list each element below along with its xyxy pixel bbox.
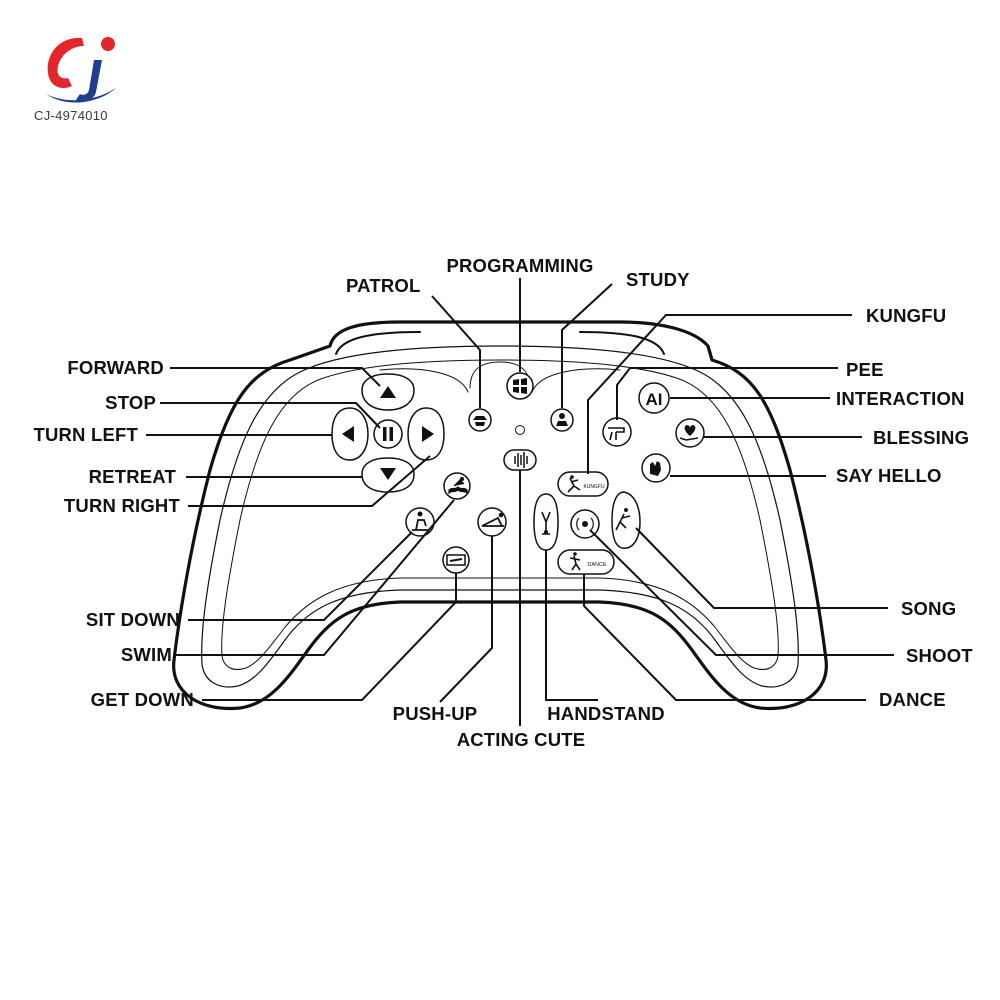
shoulder-bumper-right [579, 331, 665, 355]
patrol-icon [473, 416, 487, 426]
dancer-icon [569, 555, 581, 571]
get-down-icon [446, 554, 466, 566]
leader-patrol [431, 295, 481, 408]
label-shoot: SHOOT [906, 645, 973, 666]
programming-icon [513, 378, 527, 394]
label-dance: DANCE [879, 689, 946, 710]
study-button[interactable] [550, 408, 574, 432]
leader-handstand [545, 550, 598, 701]
label-blessing: BLESSING [873, 427, 970, 448]
leader-kungfu [587, 314, 852, 474]
label-programming: PROGRAMMING [446, 255, 594, 276]
leader-push-up [439, 536, 493, 703]
turn-left-button[interactable] [331, 407, 369, 461]
push-up-icon [481, 516, 504, 527]
leader-turn-right [188, 455, 431, 507]
blessing-button[interactable] [675, 418, 705, 448]
label-study: STUDY [626, 269, 690, 290]
leader-study [561, 283, 613, 408]
down-arrow-icon [380, 468, 396, 480]
push-up-button[interactable] [477, 507, 507, 537]
label-stop: STOP [105, 392, 156, 413]
controller-inner-rim [201, 345, 799, 688]
leader-stop [160, 402, 381, 429]
label-sit-down: SIT DOWN [85, 609, 180, 630]
label-kungfu: KUNGFU [866, 305, 947, 326]
trigger-right [531, 368, 621, 393]
brand-code: CJ-4974010 [34, 108, 108, 123]
swim-button[interactable] [443, 472, 471, 500]
sit-down-button[interactable] [405, 507, 435, 537]
song-button[interactable] [611, 491, 641, 549]
acting-cute-button[interactable] [503, 449, 537, 471]
kungfu-button[interactable]: KUNGFU [557, 471, 609, 497]
controller-outline [172, 320, 828, 711]
patrol-button[interactable] [468, 408, 492, 432]
waving-hand-icon [650, 461, 661, 476]
handstand-button[interactable] [533, 493, 559, 551]
label-get-down: GET DOWN [90, 689, 194, 710]
right-arrow-icon [422, 426, 434, 442]
label-retreat: RETREAT [88, 466, 176, 487]
leader-forward [170, 367, 381, 387]
logo-red-dot [101, 37, 115, 51]
label-turn-right: TURN RIGHT [63, 495, 180, 516]
pee-button[interactable] [602, 417, 632, 447]
forward-button[interactable] [361, 373, 415, 411]
label-song: SONG [901, 598, 957, 619]
controller-body [172, 320, 828, 711]
leader-shoot [589, 529, 894, 656]
pee-icon [608, 427, 625, 441]
label-turn-left: TURN LEFT [33, 424, 138, 445]
up-arrow-icon [380, 386, 396, 398]
label-swim: SWIM [120, 644, 172, 665]
turn-right-button[interactable] [407, 407, 445, 461]
logo-blue-base [46, 88, 116, 103]
say-hello-button[interactable] [641, 453, 671, 483]
label-push-up: PUSH-UP [392, 703, 478, 724]
sound-wave-icon [514, 452, 528, 468]
label-say-hello: SAY HELLO [836, 465, 942, 486]
label-acting-cute: ACTING CUTE [456, 729, 586, 750]
study-icon [559, 413, 565, 419]
leader-lines [146, 278, 894, 726]
leader-get-down [202, 573, 457, 701]
label-forward: FORWARD [67, 357, 164, 378]
stop-button[interactable] [373, 419, 403, 449]
kungfu-button-text: KUNGFU [583, 484, 605, 490]
leader-dance [583, 574, 866, 701]
left-arrow-icon [342, 426, 354, 442]
brand-logo [46, 37, 116, 103]
shoulder-bumper-left [335, 331, 421, 355]
swimmer-icon [448, 479, 468, 495]
kungfu-icon [567, 477, 581, 493]
label-interaction: INTERACTION [836, 388, 965, 409]
indicator-light [515, 425, 525, 435]
interaction-button[interactable]: AI [638, 382, 670, 414]
d-pad [331, 373, 445, 493]
ai-icon: AI [646, 390, 663, 409]
dance-button[interactable]: DANCE [557, 549, 615, 575]
get-down-button[interactable] [442, 546, 470, 574]
leader-swim [176, 499, 455, 656]
singer-icon [615, 513, 631, 531]
leader-song [635, 527, 888, 609]
shoot-icon [582, 521, 588, 527]
label-patrol: PATROL [346, 275, 421, 296]
heart-hand-icon [684, 425, 696, 436]
label-pee: PEE [846, 359, 884, 380]
sit-down-icon [412, 519, 428, 531]
pause-icon [383, 427, 387, 441]
dance-button-text: DANCE [587, 562, 607, 568]
logo-red-swoosh [47, 37, 84, 88]
logo-blue-stroke [76, 60, 102, 102]
leader-sit-down [188, 531, 413, 621]
programming-button[interactable] [506, 372, 534, 400]
label-handstand: HANDSTAND [547, 703, 665, 724]
retreat-button[interactable] [361, 457, 415, 493]
trigger-left [379, 368, 469, 393]
leader-pee [616, 367, 838, 420]
